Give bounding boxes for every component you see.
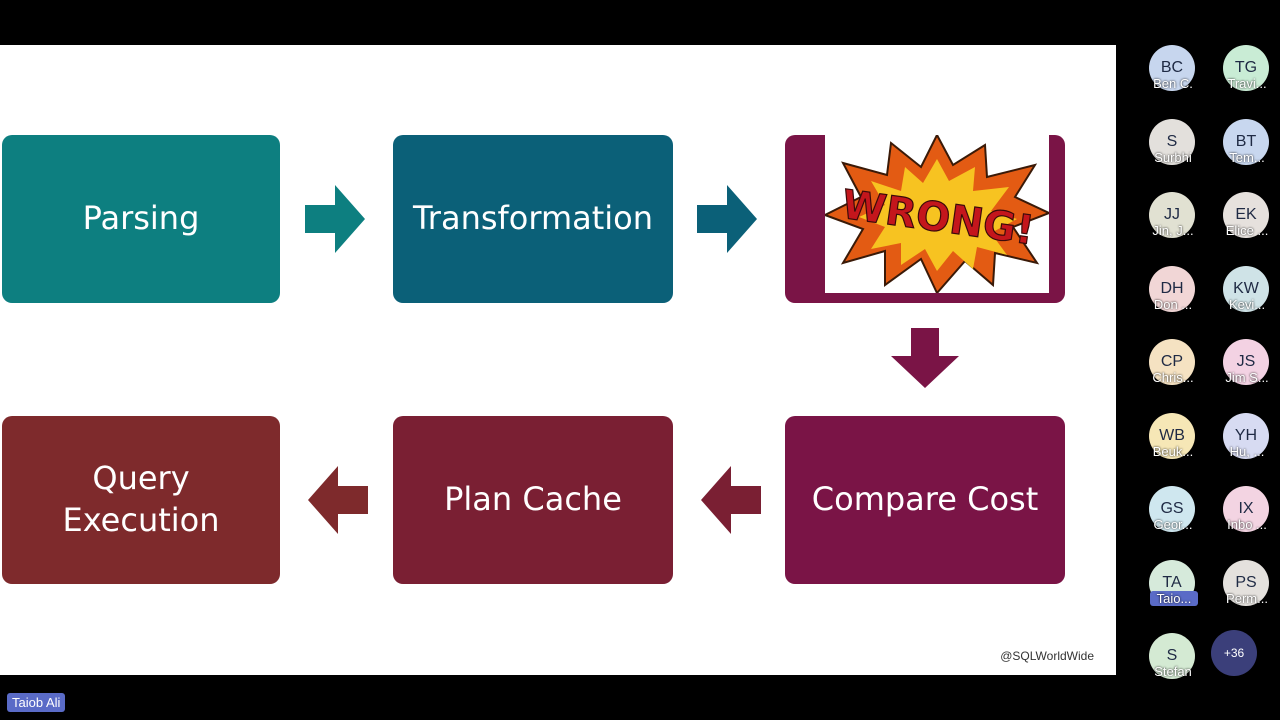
avatar: EK [1223,192,1269,238]
parsing-label: Parsing [82,199,200,238]
transformation-step: Transformation [393,135,673,303]
participant-name: Elice ... [1225,223,1269,238]
avatar: WB [1149,412,1195,459]
more-participants-button[interactable]: +36 [1211,630,1257,676]
wrong-step: WRONG! [785,132,1065,303]
avatar: GS [1149,486,1195,532]
avatar: DH [1149,265,1195,312]
wrong-image: WRONG! [822,132,1052,295]
participant-name: Perm... [1226,590,1268,606]
participant-name: Surbhi [1154,149,1192,165]
avatar: IX [1223,486,1269,532]
avatar: BT [1223,118,1269,165]
transformation-label: Transformation [412,199,654,238]
compare-cost-step: Compare Cost [785,416,1065,584]
participant-name: Beuk... [1152,443,1194,459]
compare-cost-label: Compare Cost [811,480,1039,519]
presentation-slide: Parsing Transformation WRONG! Query Exec… [0,45,1116,675]
participant-name: Taio... [1150,590,1198,606]
avatar: S [1149,633,1195,679]
participant-name: Jim S... [1225,370,1269,385]
query-execution-step: Query Execution [2,416,280,584]
participant-name: Jin, J... [1152,223,1194,238]
participant-name: Hu, ... [1229,443,1265,459]
participant-name: Kevi... [1228,296,1266,312]
participant-name: Don ... [1153,296,1193,312]
participant-name: Inbo ... [1227,517,1267,532]
avatar: JJ [1149,192,1195,238]
participant-name: Stefan [1154,664,1192,679]
speaker-name: Taiob Ali [7,693,66,712]
arrow-right-icon [305,185,365,253]
query-execution-label: Query Execution [62,459,220,539]
avatar: BC [1149,45,1195,91]
plan-cache-label: Plan Cache [444,480,622,519]
parsing-step: Parsing [2,135,280,303]
avatar: TG [1223,45,1269,91]
plan-cache-step: Plan Cache [393,416,673,584]
participant-name: Tem... [1229,149,1265,165]
avatar: YH [1223,412,1269,459]
participant-name: Travi... [1227,76,1267,91]
arrow-left-icon [701,466,761,534]
participant-name: Chris... [1152,370,1194,385]
arrow-right-icon [697,185,757,253]
avatar: PS [1223,559,1269,606]
avatar: S [1149,118,1195,165]
arrow-left-icon [308,466,368,534]
explosion-icon: WRONG! [822,132,1052,295]
watermark: @SQLWorldWide [1000,649,1094,663]
avatar: CP [1149,339,1195,385]
participant-name: Ben C. [1153,76,1193,91]
avatar: KW [1223,265,1269,312]
arrow-down-icon [891,328,959,388]
avatar: JS [1223,339,1269,385]
participant-name: Geor... [1153,517,1193,532]
